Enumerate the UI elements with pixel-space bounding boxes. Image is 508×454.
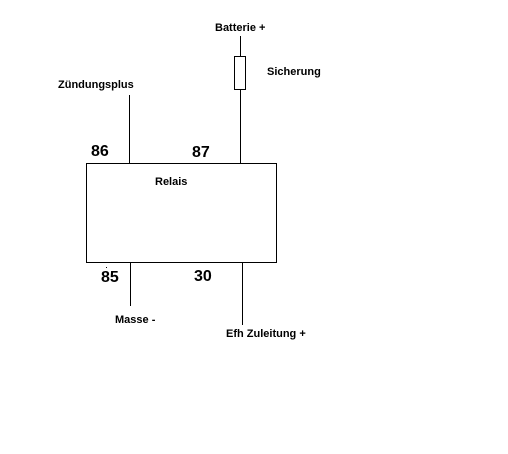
pin-30-label: 30 [194, 268, 212, 285]
pin85-dot [106, 267, 107, 268]
pin-86-label: 86 [91, 143, 109, 160]
ground-label: Masse - [115, 314, 156, 326]
relay-box [86, 163, 277, 263]
battery-label: Batterie + [215, 22, 266, 34]
output-label: Efh Zuleitung + [226, 328, 306, 340]
pin-87-label: 87 [192, 144, 210, 161]
relay-label: Relais [155, 176, 188, 188]
fuse-label: Sicherung [267, 66, 321, 78]
fuse-symbol [234, 56, 246, 90]
ignition-label: Zündungsplus [58, 79, 134, 91]
pin-85-label: 85 [101, 269, 119, 286]
